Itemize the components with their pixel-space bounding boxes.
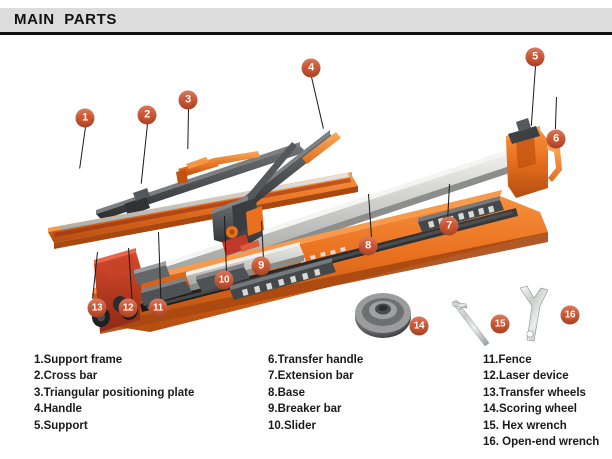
callout-badge-4[interactable]: 4 (301, 58, 321, 78)
callout-badge-2[interactable]: 2 (137, 105, 157, 125)
main-parts-illustration: 1 2 3 4 5 6 7 8 9 10 11 12 (0, 36, 612, 346)
tile-cutter-diagram (48, 118, 562, 346)
legend-item: 15. Hex wrench (483, 419, 567, 432)
callout-badge-10[interactable]: 10 (214, 270, 234, 290)
right-end-support (506, 118, 562, 198)
callout-badge-11[interactable]: 11 (148, 298, 168, 318)
legend-item: 10.Slider (268, 419, 316, 432)
hex-wrench-part (451, 299, 490, 346)
callout-badge-3[interactable]: 3 (178, 90, 198, 110)
legend-item: 9.Breaker bar (268, 403, 342, 416)
header-underline-rule (0, 32, 612, 35)
legend-item: 13.Transfer wheels (483, 386, 586, 399)
legend-item: 12.Laser device (483, 370, 569, 383)
legend-item: 5.Support (34, 419, 88, 432)
legend-item: 6.Transfer handle (268, 354, 364, 366)
legend-item: 3.Triangular positioning plate (34, 386, 195, 399)
legend-item: 4.Handle (34, 403, 82, 416)
legend-item: 11.Fence (483, 354, 532, 366)
callout-badge-7[interactable]: 7 (439, 216, 459, 236)
header-band (0, 8, 612, 32)
open-end-wrench-part (519, 285, 549, 342)
extension-bar-left (230, 258, 336, 300)
legend-item: 16. Open-end wrench (483, 436, 600, 449)
cross-bar-group (96, 142, 306, 220)
callout-badge-5[interactable]: 5 (525, 47, 545, 67)
legend-column-3: 11.Fence 12.Laser device 13.Transfer whe… (483, 352, 599, 450)
callout-badge-6[interactable]: 6 (546, 129, 566, 149)
legend-item: 2.Cross bar (34, 370, 98, 383)
cutting-head-assembly (212, 130, 341, 256)
callout-badge-9[interactable]: 9 (251, 256, 271, 276)
scoring-wheel-part (355, 293, 411, 338)
legend-column-1: 1.Support frame 2.Cross bar 3.Triangular… (34, 352, 194, 434)
parts-legend: 1.Support frame 2.Cross bar 3.Triangular… (0, 352, 612, 459)
legend-item: 1.Support frame (34, 354, 123, 366)
callout-badge-8[interactable]: 8 (358, 236, 378, 256)
legend-column-2: 6.Transfer handle 7.Extension bar 8.Base… (268, 352, 363, 434)
legend-item: 14.Scoring wheel (483, 403, 577, 416)
callout-badge-12[interactable]: 12 (118, 298, 138, 318)
legend-item: 7.Extension bar (268, 370, 354, 383)
callout-badge-14[interactable]: 14 (409, 316, 429, 336)
callout-badge-16[interactable]: 16 (560, 305, 580, 325)
callout-badge-15[interactable]: 15 (490, 314, 510, 334)
callout-badge-13[interactable]: 13 (87, 298, 107, 318)
callout-badge-1[interactable]: 1 (75, 108, 95, 128)
legend-item: 8.Base (268, 386, 306, 399)
page-title: MAIN PARTS (14, 11, 117, 28)
